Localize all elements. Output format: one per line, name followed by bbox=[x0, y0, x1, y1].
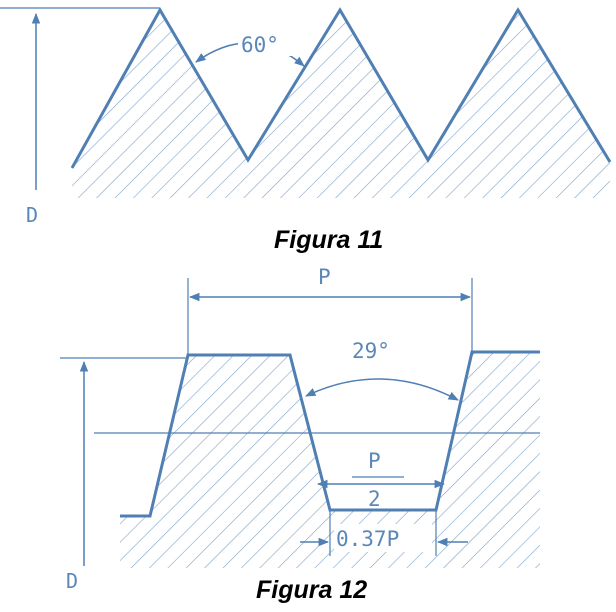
half-pitch-denominator: 2 bbox=[368, 487, 381, 511]
half-pitch-numerator: P bbox=[368, 449, 381, 473]
angle-label: 29° bbox=[352, 339, 390, 363]
angle-arc bbox=[305, 378, 459, 401]
depth-label: D bbox=[26, 203, 38, 227]
figure-12-caption: Figura 12 bbox=[256, 576, 367, 604]
v-thread-profile bbox=[70, 6, 612, 169]
pitch-label: P bbox=[318, 265, 331, 289]
flat-label: 0.37P bbox=[336, 527, 399, 551]
depth-label: D bbox=[66, 569, 78, 593]
figure-12: P 29° P 2 0.37P D Figura 12 bbox=[60, 265, 540, 604]
figure-11: D 60° Figura 11 bbox=[0, 6, 612, 254]
angle-label: 60° bbox=[241, 33, 279, 57]
v-thread-body bbox=[72, 10, 610, 198]
trapezoidal-thread-body bbox=[120, 352, 540, 568]
figure-11-caption: Figura 11 bbox=[274, 226, 383, 254]
